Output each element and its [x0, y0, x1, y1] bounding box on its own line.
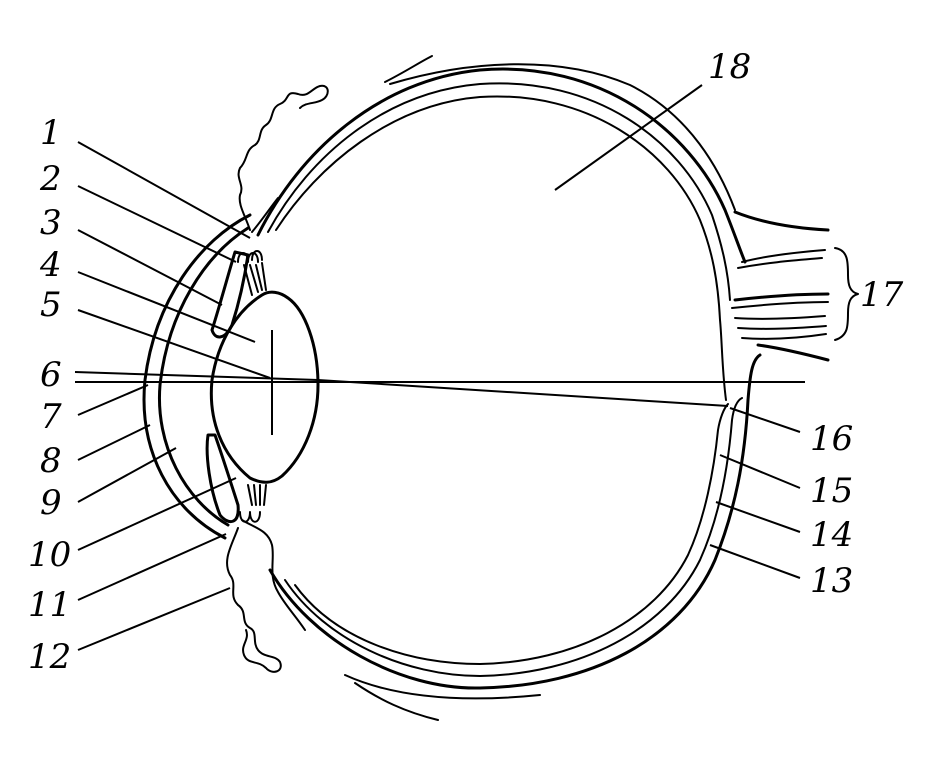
label-8: 8	[40, 441, 62, 481]
lens	[209, 290, 320, 484]
label-1: 1	[40, 113, 62, 153]
leader-18	[554, 84, 703, 191]
leader-16	[729, 407, 801, 433]
label-11: 11	[28, 585, 71, 625]
leader-12	[77, 587, 231, 651]
label-15: 15	[810, 471, 853, 511]
retina-upper	[275, 95, 727, 401]
optic-nerve-fiber-4	[737, 325, 827, 330]
label-2: 2	[39, 159, 62, 199]
leader-15	[719, 454, 801, 489]
retina-lower	[294, 403, 729, 665]
leader-4	[77, 271, 256, 343]
leader-14	[715, 501, 801, 533]
optic-nerve-fiber-1	[741, 249, 826, 263]
label-17: 17	[860, 275, 904, 315]
leader-3	[77, 229, 223, 306]
label-10: 10	[28, 535, 71, 575]
sclera-outer-upper	[256, 67, 747, 264]
upper-eyelid	[237, 84, 329, 231]
label-9: 9	[40, 483, 62, 523]
optic-nerve-fiber-5	[741, 333, 827, 340]
optic-nerve-sheath-upper	[733, 210, 830, 232]
label-13: 13	[810, 561, 853, 601]
choroid-lower	[284, 397, 743, 677]
label-18: 18	[708, 47, 751, 87]
leader-10	[77, 477, 237, 551]
label-3: 3	[40, 203, 62, 243]
sclera-bottom-outer	[344, 674, 541, 700]
sclera-top-outer	[389, 63, 736, 211]
choroid-upper	[267, 82, 731, 301]
optic-nerve	[731, 210, 859, 362]
leader-lines	[77, 84, 801, 651]
zonule-fibers-lower	[247, 484, 267, 506]
eyeball-wall	[256, 55, 762, 721]
optic-nerve-sheath-lower	[756, 343, 830, 362]
iris-upper	[210, 250, 250, 339]
optic-nerve-fiber-3	[734, 315, 826, 320]
visual-axis	[74, 371, 729, 407]
label-12: 12	[28, 637, 71, 677]
leader-9	[77, 447, 177, 503]
sclera-outer-lower	[268, 353, 762, 690]
label-17-brace	[834, 247, 859, 341]
lower-eyelid	[226, 527, 282, 673]
leader-7	[77, 384, 149, 416]
iris-lower	[205, 433, 240, 523]
label-14: 14	[810, 515, 853, 555]
leader-5	[77, 309, 271, 379]
ciliary-body-upper	[237, 250, 263, 263]
orbit-bottom-fragment	[354, 682, 439, 721]
label-6: 6	[40, 355, 62, 395]
optic-nerve-central-upper	[733, 292, 830, 302]
eyelids	[226, 84, 329, 673]
optic-nerve-central-lower	[731, 301, 829, 309]
orbit-top-fragment	[384, 55, 433, 83]
label-4: 4	[39, 245, 62, 285]
leader-8	[77, 424, 151, 461]
leader-11	[77, 533, 227, 601]
label-7: 7	[40, 397, 62, 437]
label-5: 5	[40, 285, 62, 325]
conjunctiva-upper	[251, 197, 279, 233]
optic-nerve-fiber-2	[737, 257, 823, 269]
leader-13	[709, 544, 801, 579]
number-labels: 1 2 3 4 5 6 7 8 9 10 11 12 13 14 15 16 1…	[28, 47, 904, 677]
conjunctiva-lower	[241, 519, 306, 631]
zonule-fibers-upper	[243, 262, 267, 296]
cornea-inner	[157, 226, 250, 527]
leader-1	[77, 141, 251, 239]
leader-2	[77, 185, 237, 263]
label-16: 16	[810, 419, 853, 459]
